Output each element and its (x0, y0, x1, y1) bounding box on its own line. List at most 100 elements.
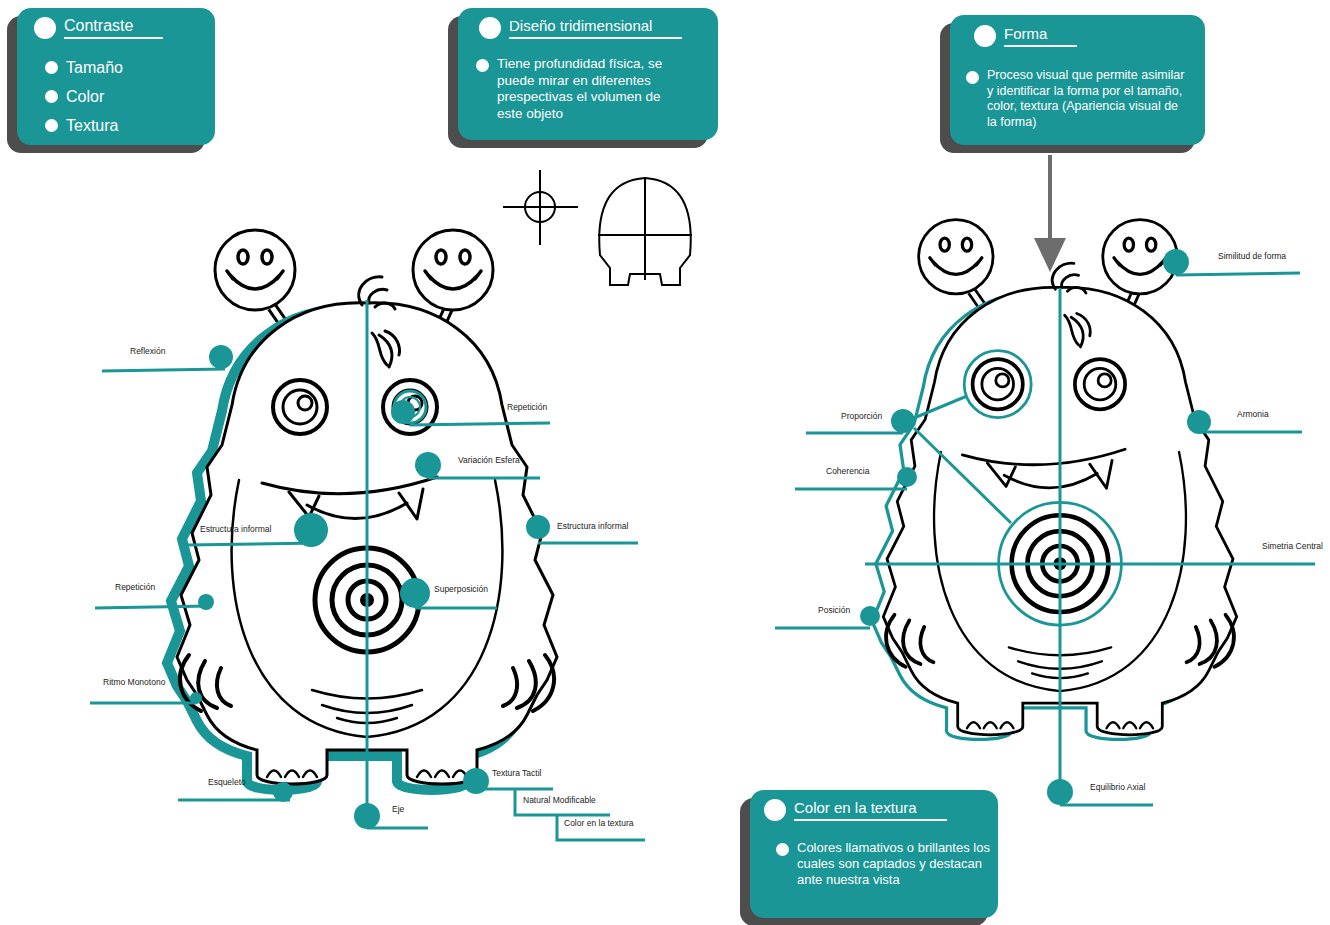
bullet-dot (776, 843, 789, 856)
teal-ring (964, 351, 1031, 418)
leader-dot (415, 452, 441, 478)
bullet-text: Tamaño (66, 58, 123, 77)
pointer-arrow (1034, 155, 1066, 272)
box-heading-row: Contraste (34, 17, 163, 39)
bullet-text: Proceso visual que permite asimilar y id… (987, 68, 1188, 130)
bullet-row: Tamaño (45, 58, 205, 77)
bullet-row: Colores llamativos o brillantes los cual… (776, 840, 991, 888)
heading-dot (764, 799, 786, 821)
bullet-row: Proceso visual que permite asimilar y id… (966, 68, 1188, 130)
leader-dot (391, 400, 415, 424)
part-label: Coherencia (826, 466, 869, 476)
part-label: Posición (818, 605, 850, 615)
leader-dot (209, 345, 233, 369)
box-body: Tiene profundidad física, se puede mirar… (476, 56, 688, 122)
part-label: Textura Tactil (492, 768, 541, 778)
pointer-arrow (1034, 238, 1066, 272)
leader-dot (860, 606, 880, 626)
outline-sketch (598, 178, 692, 285)
callout-box: FormaProceso visual que permite asimilar… (950, 15, 1205, 145)
leader-line (102, 369, 225, 371)
axis-line (1059, 288, 1062, 792)
part-label: Equilibrio Axial (1090, 782, 1145, 792)
part-label: Ritmo Monotono (103, 677, 165, 687)
leader-dot (354, 803, 380, 829)
axis-line (366, 300, 369, 816)
box-body: TamañoColorTextura (45, 58, 205, 145)
crosshair-symbol (539, 170, 541, 245)
leader-dot (463, 768, 489, 794)
crosshair-symbol (503, 170, 578, 245)
heading-dot (974, 25, 996, 47)
box-heading-row: Diseño tridimensional (479, 17, 682, 39)
leader-dot (400, 578, 430, 608)
monster-left (167, 230, 557, 790)
part-label: Proporción (841, 411, 882, 421)
bullet-text: Textura (66, 116, 118, 135)
leader-line (515, 789, 610, 815)
part-label: Esqueleto (208, 777, 246, 787)
leader-dot (891, 409, 915, 433)
leader-line (806, 432, 903, 435)
bullet-row: Tiene profundidad física, se puede mirar… (476, 56, 688, 122)
leader-line (90, 702, 196, 705)
leader-line (367, 827, 428, 830)
leader-line (914, 428, 1011, 523)
pointer-arrow (1048, 155, 1052, 242)
bullet-text: Color (66, 87, 104, 106)
box-body: Colores llamativos o brillantes los cual… (776, 840, 991, 888)
part-label: Eje (392, 804, 404, 814)
part-label: Natural Modificable (523, 795, 596, 805)
bullet-dot (45, 90, 58, 103)
outline-sketch (644, 178, 646, 280)
leader-dot (897, 467, 917, 487)
leader-line (914, 396, 967, 418)
monster-right (872, 220, 1237, 740)
box-heading: Diseño tridimensional (509, 17, 682, 38)
outline-sketch (598, 234, 692, 236)
box-heading-row: Color en la textura (764, 799, 947, 821)
part-label: Repetición (507, 402, 547, 412)
leader-dot (294, 513, 328, 547)
heading-dot (34, 17, 56, 39)
heading-dot (479, 17, 501, 39)
bullet-dot (966, 71, 979, 84)
leader-line (795, 488, 907, 491)
box-body: Proceso visual que permite asimilar y id… (966, 68, 1188, 130)
leader-dot (198, 594, 214, 610)
bullet-dot (45, 119, 58, 132)
leader-line (1176, 273, 1300, 275)
leader-line (178, 799, 290, 802)
part-label: Repetición (115, 582, 155, 592)
leader-dot (273, 782, 293, 802)
axis-line (367, 288, 1315, 816)
outline-sketch (599, 178, 691, 285)
leader-line (188, 543, 320, 545)
bullet-text: Colores llamativos o brillantes los cual… (797, 840, 991, 888)
part-label: Simetria Central (1262, 541, 1323, 551)
leader-line (410, 423, 550, 425)
box-heading: Color en la textura (794, 799, 947, 820)
leader-line (1060, 804, 1153, 807)
leader-dot (1047, 779, 1073, 805)
leader-line (775, 627, 870, 630)
part-label: Estructura informal (200, 524, 271, 534)
part-label: Armonia (1237, 409, 1269, 419)
leader-dot (526, 515, 550, 539)
callout-box: Diseño tridimensionalTiene profundidad f… (458, 8, 718, 140)
callout-box: ContrasteTamañoColorTextura (17, 8, 215, 145)
leader-line (95, 606, 210, 608)
part-label: Similitud de forma (1218, 251, 1286, 261)
bullet-text: Tiene profundidad física, se puede mirar… (497, 56, 688, 122)
box-heading: Forma (1004, 25, 1077, 46)
leader-dot (1163, 249, 1189, 275)
part-label: Reflexión (130, 346, 165, 356)
bullet-row: Textura (45, 116, 205, 135)
leader-line (1199, 431, 1302, 434)
part-label: Superposición (434, 584, 488, 594)
leader-dot (190, 692, 202, 704)
part-label: Variación Esfera (458, 455, 520, 465)
bullet-dot (45, 61, 58, 74)
bullet-dot (476, 59, 489, 72)
